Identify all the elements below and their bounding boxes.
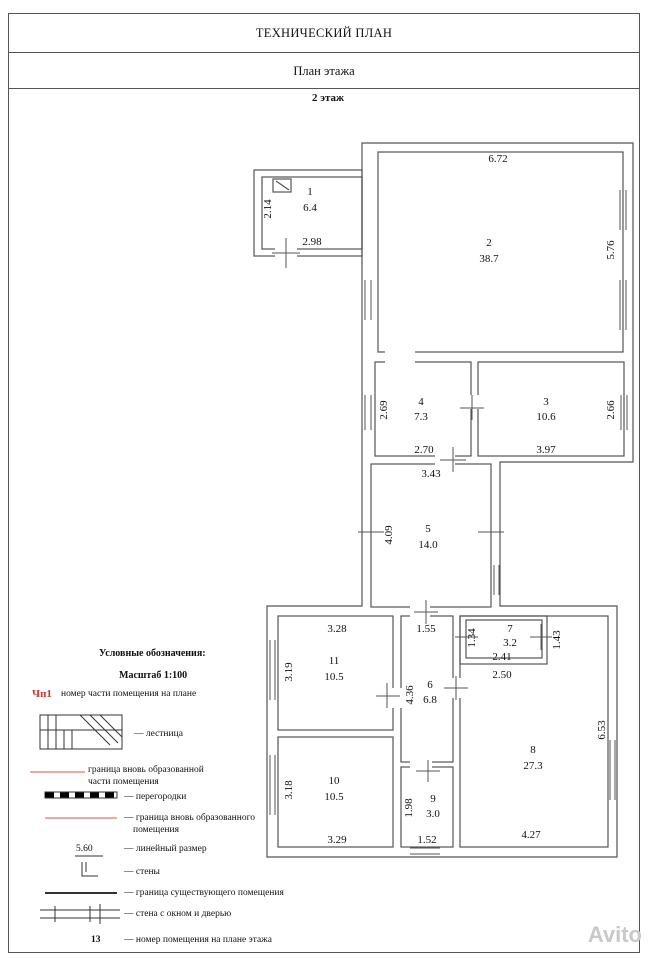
- legend-item-linear-dim: — линейный размер: [124, 844, 207, 854]
- room-8-area: 27.3: [523, 760, 543, 772]
- dim-6-72: 6.72: [488, 153, 507, 165]
- room-6-area: 6.8: [423, 694, 437, 706]
- room-5-area: 14.0: [418, 539, 438, 551]
- dim-1-43: 1.43: [551, 630, 563, 650]
- dim-2-50: 2.50: [492, 669, 512, 681]
- dim-3-97: 3.97: [536, 444, 556, 456]
- dim-3-18: 3.18: [283, 780, 295, 800]
- legend-title: Условные обозначения:: [99, 648, 206, 659]
- legend-item-part-boundary-2: части помещения: [88, 777, 159, 787]
- dim-1-34: 1.34: [466, 628, 478, 648]
- room-4-num: 4: [418, 396, 424, 408]
- room-10-area: 10.5: [324, 791, 344, 803]
- room-2-num: 2: [486, 237, 492, 249]
- dim-4-27: 4.27: [521, 829, 541, 841]
- legend-item-partitions: — перегородки: [124, 792, 187, 802]
- dim-4-09: 4.09: [383, 525, 395, 545]
- dim-3-29: 3.29: [327, 834, 347, 846]
- room-8-num: 8: [530, 744, 536, 756]
- legend-item-window-door: — стена с окном и дверью: [124, 909, 232, 919]
- room-6-num: 6: [427, 679, 433, 691]
- room-11-wall: [277, 615, 394, 731]
- legend-item-new-room-1: — граница вновь образованного: [124, 813, 255, 823]
- room-4-area: 7.3: [414, 411, 428, 423]
- legend-item-part-number: номер части помещения на плане: [61, 689, 197, 699]
- dim-6-53: 6.53: [596, 720, 608, 740]
- dim-4-36: 4.36: [404, 685, 416, 705]
- dim-1-52: 1.52: [417, 834, 436, 846]
- legend-item-new-room-2: помещения: [133, 825, 179, 835]
- room-9-num: 9: [430, 793, 436, 805]
- room-7-num: 7: [507, 623, 513, 635]
- room-11-area: 10.5: [324, 671, 344, 683]
- dim-2-14: 2.14: [262, 199, 274, 219]
- room-11-num: 11: [329, 655, 340, 667]
- watermark: Avito: [587, 922, 642, 947]
- dim-1-98: 1.98: [403, 798, 415, 818]
- room-3-num: 3: [543, 396, 549, 408]
- legend-symbols: [30, 714, 123, 924]
- room-10-wall: [277, 736, 394, 848]
- room-3-area: 10.6: [536, 411, 556, 423]
- dim-2-41: 2.41: [492, 651, 511, 663]
- page-frame: [8, 13, 640, 953]
- legend-item-room-number: — номер помещения на плане этажа: [124, 935, 272, 945]
- page-title: ТЕХНИЧЕСКИЙ ПЛАН: [8, 13, 640, 53]
- dim-3-43: 3.43: [421, 468, 441, 480]
- floor-label: 2 этаж: [311, 92, 345, 104]
- room-3-wall: [477, 361, 625, 457]
- legend-item-part-boundary-1: граница вновь образованной: [88, 765, 204, 775]
- room-7-area: 3.2: [503, 637, 517, 649]
- legend-sample-num: 13: [91, 935, 101, 945]
- dim-2-70: 2.70: [414, 444, 434, 456]
- legend-item-walls: — стены: [124, 867, 160, 877]
- room-9-area: 3.0: [426, 808, 440, 820]
- dim-2-98: 2.98: [302, 236, 322, 248]
- dim-1-55: 1.55: [416, 623, 436, 635]
- room-1-area: 6.4: [303, 202, 317, 214]
- room-1-fixture: [272, 178, 292, 193]
- room-1-num: 1: [307, 186, 313, 198]
- dim-2-69: 2.69: [378, 400, 390, 420]
- legend-part-code: Чп1: [32, 688, 52, 700]
- legend-item-stairs: — лестница: [134, 729, 183, 739]
- dim-3-19: 3.19: [283, 662, 295, 682]
- dim-3-28: 3.28: [327, 623, 347, 635]
- legend-item-existing-boundary: — граница существующего помещения: [124, 888, 284, 898]
- page-subtitle: План этажа: [8, 53, 640, 89]
- room-7-wall: [459, 615, 548, 665]
- dim-5-76: 5.76: [605, 240, 617, 260]
- room-2-area: 38.7: [479, 253, 499, 265]
- building-outer: [266, 142, 634, 858]
- room-2-wall: [377, 151, 624, 353]
- room-10-num: 10: [329, 775, 341, 787]
- room-8-wall: [459, 615, 609, 848]
- legend-sample-dim: 5.60: [76, 844, 93, 854]
- room-5-num: 5: [425, 523, 431, 535]
- dim-2-66: 2.66: [605, 400, 617, 420]
- legend-scale: Масштаб 1:100: [119, 670, 188, 681]
